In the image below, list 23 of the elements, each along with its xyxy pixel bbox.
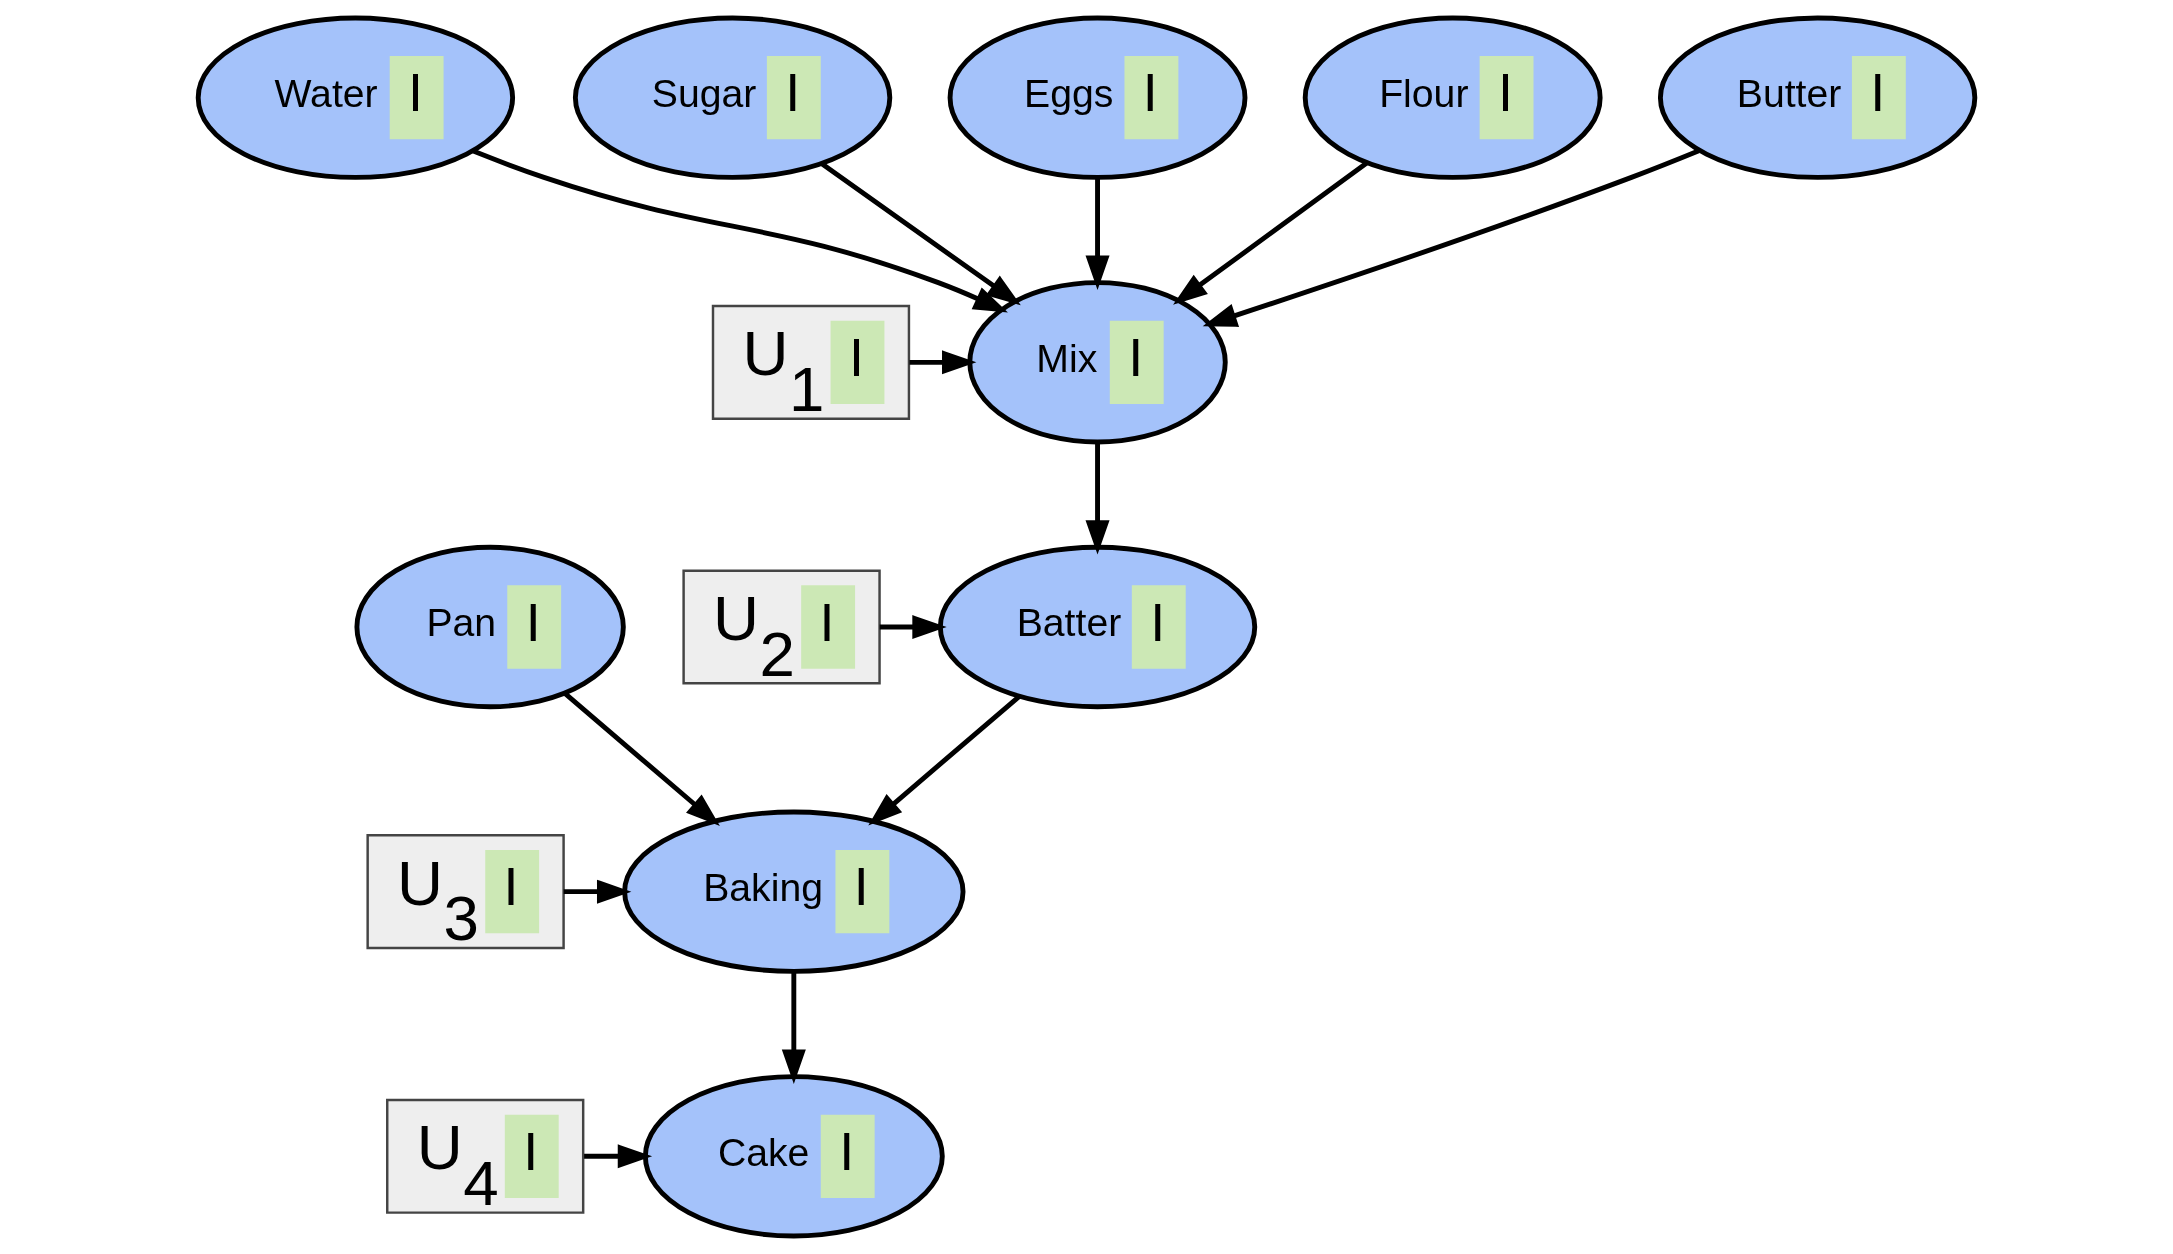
node-ellipse: Flour I (1302, 15, 1603, 180)
node-ellipse: Pan I (354, 544, 626, 710)
arrow (472, 148, 1008, 313)
arrow (1085, 177, 1110, 290)
node-ellipse: Butter I (1657, 15, 1978, 180)
arrow (584, 1144, 653, 1169)
arrow (820, 161, 1021, 306)
arrow (879, 615, 947, 640)
node-ellipse: Eggs I (947, 15, 1248, 180)
node-ellipse: Baking I (622, 809, 966, 974)
arrow (563, 691, 720, 826)
arrow (1173, 161, 1369, 305)
node-ellipse: Sugar I (572, 15, 893, 180)
arrow (1202, 148, 1700, 327)
arrow (1085, 442, 1110, 555)
arrow (563, 879, 632, 904)
node-ellipse: Water I (195, 15, 516, 180)
arrow (868, 694, 1021, 826)
node-ellipse: Batter I (937, 544, 1258, 710)
node-ellipse: Mix I (967, 280, 1228, 445)
arrow (909, 350, 977, 375)
arrow (781, 971, 806, 1084)
node-ellipse: Cake I (642, 1074, 945, 1239)
